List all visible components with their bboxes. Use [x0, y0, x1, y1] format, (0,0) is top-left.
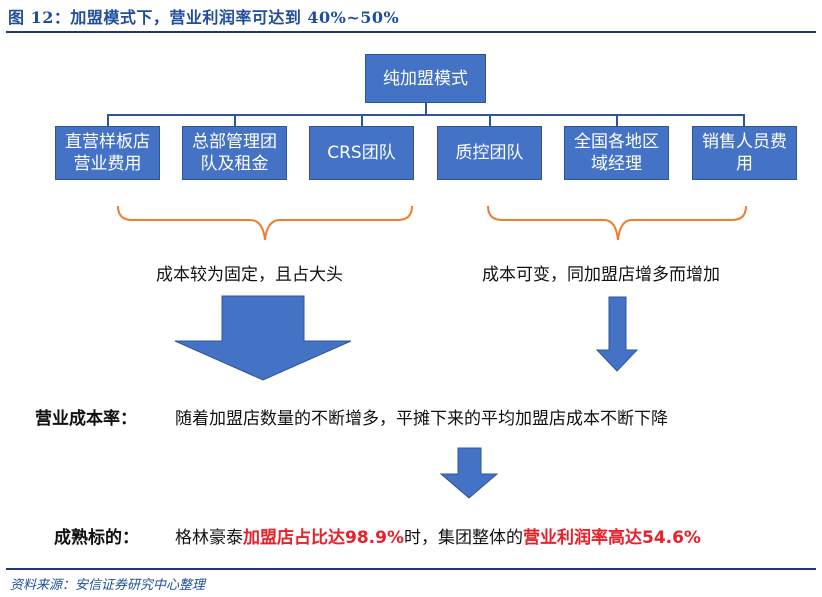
source-note: 资料来源：安信证券研究中心整理 — [10, 578, 206, 593]
variable-cost-node-2: 全国各地区 域经理 — [564, 126, 669, 180]
branch-drop-6 — [743, 114, 745, 126]
branch-drop-2 — [234, 114, 236, 126]
mature-company: 格林豪泰 — [175, 528, 243, 548]
fixed-cost-brace — [117, 205, 413, 241]
footer-rule — [6, 568, 816, 570]
branch-drop-4 — [489, 114, 491, 126]
franchise-ratio-highlight: 加盟店占比达98.9% — [243, 528, 404, 548]
branch-drop-3 — [361, 114, 363, 126]
mature-label: 成熟标的： — [54, 528, 139, 548]
mature-connector-text: 时，集团整体的 — [403, 528, 523, 548]
title-rule — [6, 31, 816, 33]
fixed-cost-node-2: 总部管理团 队及租金 — [182, 126, 287, 180]
fixed-cost-note: 成本较为固定，且占大头 — [156, 265, 343, 285]
operating-cost-text: 随着加盟店数量的不断增多，平摊下来的平均加盟店成本不断下降 — [175, 409, 668, 429]
large-down-arrow — [174, 295, 352, 381]
variable-cost-node-3: 销售人员费 用 — [692, 126, 797, 180]
operating-cost-label: 营业成本率： — [35, 409, 137, 429]
branch-drop-5 — [616, 114, 618, 126]
small-down-arrow — [595, 296, 639, 372]
branch-drop-1 — [107, 114, 109, 126]
branch-bar — [107, 114, 745, 116]
fixed-cost-node-3: CRS团队 — [309, 126, 414, 180]
variable-cost-note: 成本可变，同加盟店增多而增加 — [482, 265, 720, 285]
mature-statement: 格林豪泰加盟店占比达98.9%时，集团整体的营业利润率高达54.6% — [175, 523, 701, 548]
figure-title: 图 12：加盟模式下，营业利润率可达到 40%~50% — [8, 8, 400, 27]
root-node: 纯加盟模式 — [365, 54, 486, 103]
result-down-arrow — [439, 447, 499, 499]
root-connector — [425, 103, 427, 115]
fixed-cost-node-1: 直营样板店 营业费用 — [55, 126, 160, 180]
variable-cost-node-1: 质控团队 — [437, 126, 542, 180]
margin-highlight: 营业利润率高达54.6% — [522, 528, 701, 548]
variable-cost-brace — [487, 205, 747, 241]
